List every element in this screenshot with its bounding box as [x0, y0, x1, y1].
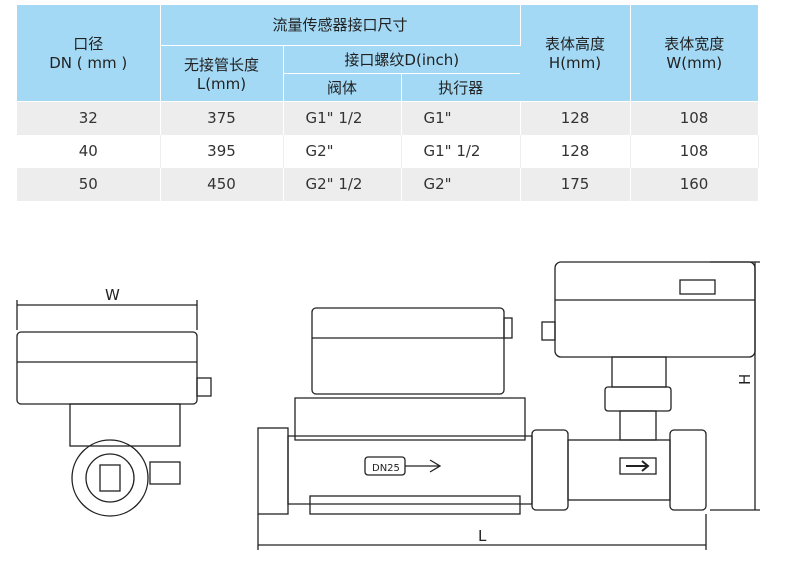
cell-actuator: G1" — [401, 101, 521, 135]
cell-length: 395 — [160, 134, 284, 168]
cell-valve: G2" 1/2 — [283, 167, 402, 201]
header-actuator: 执行器 — [401, 73, 521, 102]
cell-dn: 40 — [17, 134, 161, 168]
header-valve: 阀体 — [283, 73, 402, 102]
cell-actuator: G2" — [401, 167, 521, 201]
cell-dn: 50 — [17, 167, 161, 201]
width-label: W — [105, 286, 120, 304]
cell-height: 128 — [520, 134, 631, 168]
length-label: L — [478, 527, 487, 545]
dimension-lines: H L — [257, 261, 760, 550]
dn-label: DN25 — [372, 463, 400, 474]
technical-drawing: W DN25 H L — [16, 261, 760, 550]
cell-width: 108 — [630, 101, 759, 135]
cell-length: 450 — [160, 167, 284, 201]
header-sensor: 流量传感器接口尺寸 — [160, 5, 521, 46]
cell-valve: G2" — [283, 134, 402, 168]
header-thread: 接口螺纹D(inch) — [283, 45, 521, 74]
front-view: DN25 — [257, 261, 756, 515]
cell-height: 175 — [520, 167, 631, 201]
height-label: H — [736, 374, 754, 385]
cell-height: 128 — [520, 101, 631, 135]
cell-length: 375 — [160, 101, 284, 135]
cell-width: 108 — [630, 134, 759, 168]
side-view: W — [16, 286, 212, 517]
cell-dn: 32 — [17, 101, 161, 135]
cell-width: 160 — [630, 167, 759, 201]
cell-valve: G1" 1/2 — [283, 101, 402, 135]
cell-actuator: G1" 1/2 — [401, 134, 521, 168]
